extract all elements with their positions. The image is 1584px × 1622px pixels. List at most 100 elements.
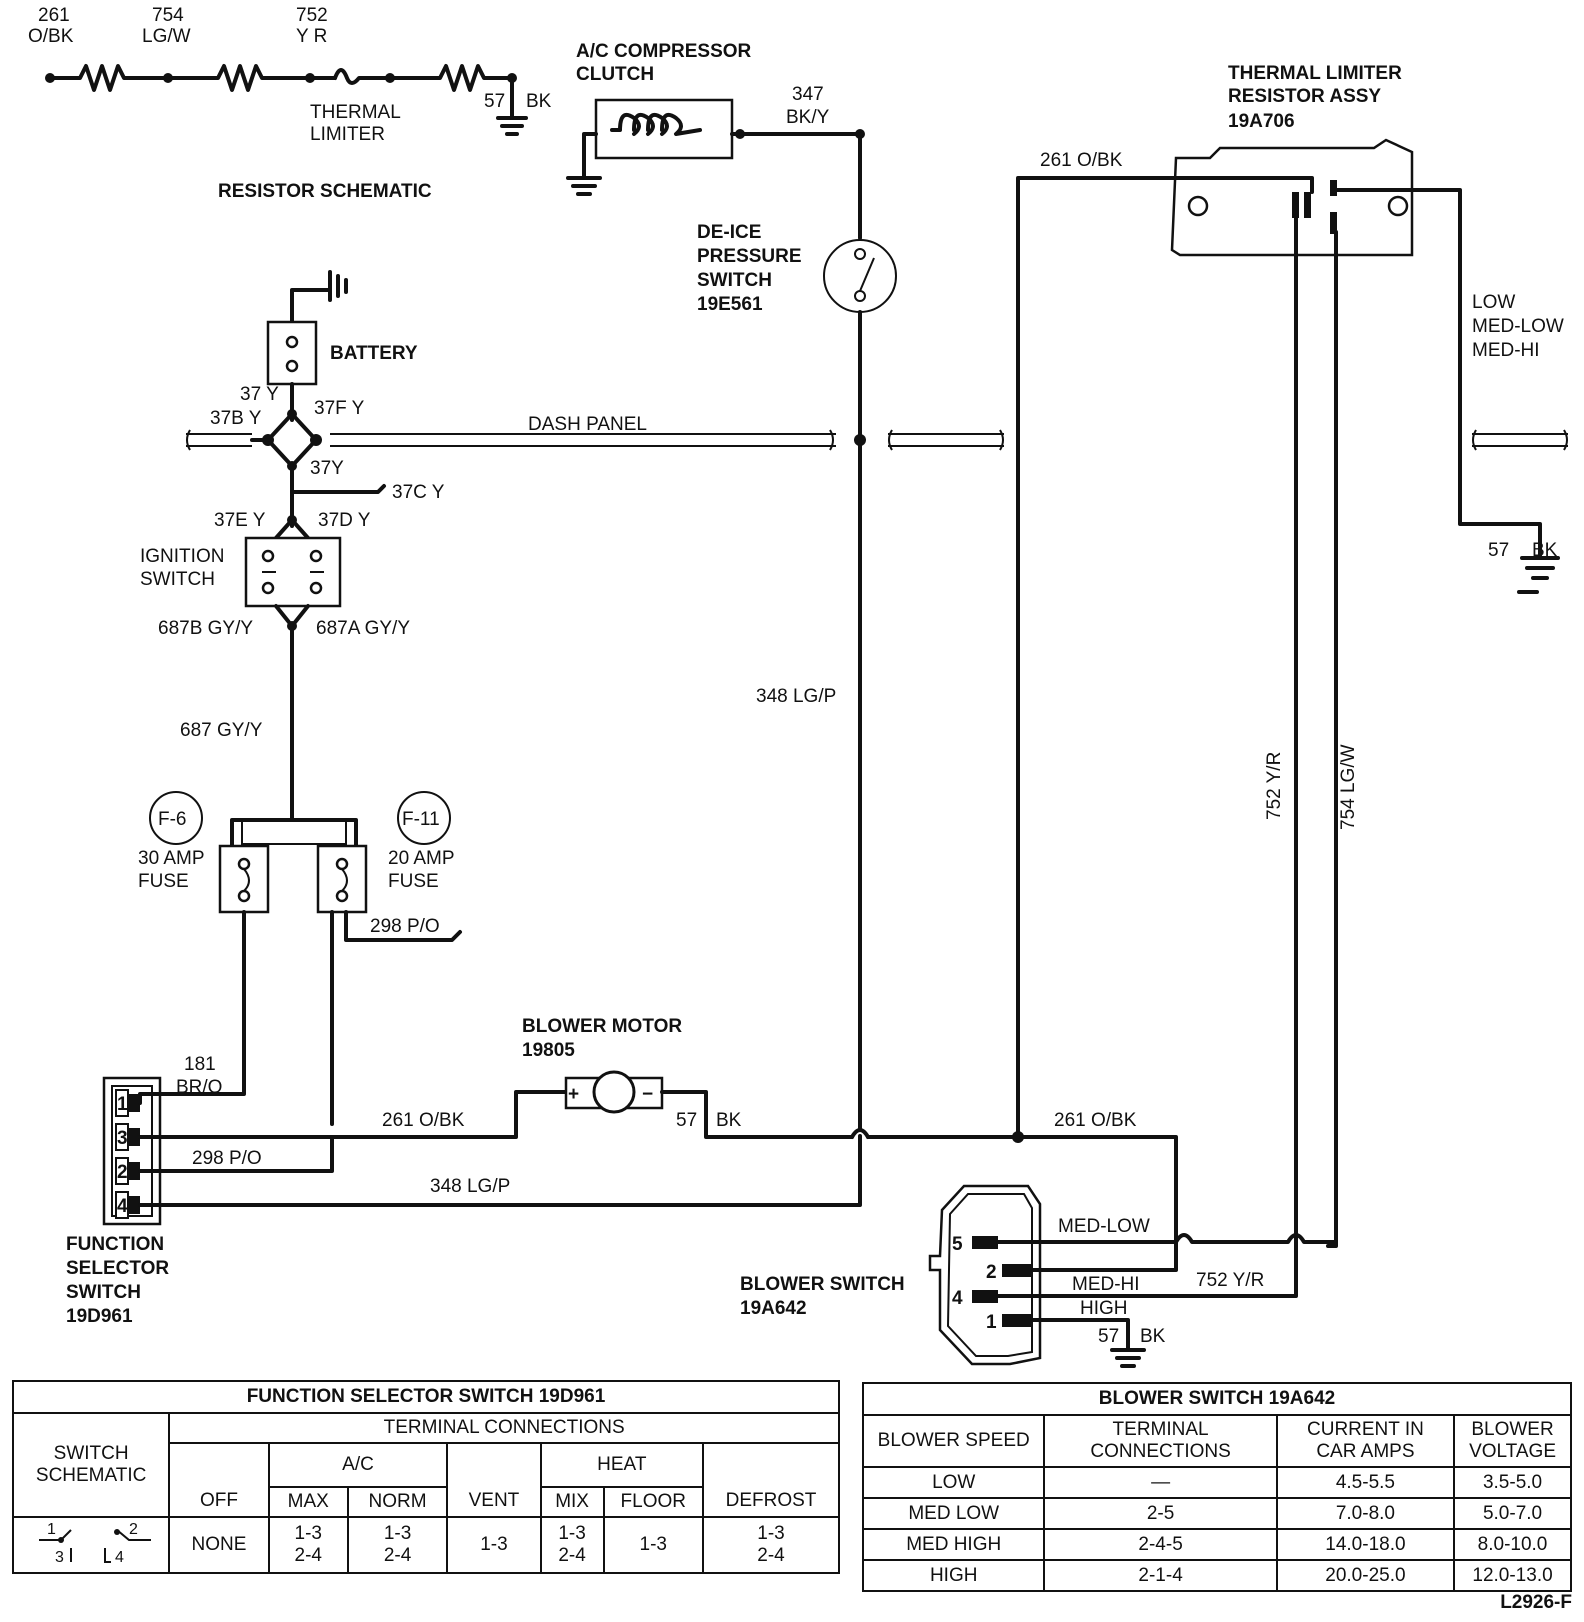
fss-pin-1: 1	[117, 1094, 128, 1115]
fss-name-line3: SWITCH	[66, 1282, 141, 1303]
fss-name-line2: SELECTOR	[66, 1258, 169, 1279]
fss-val-vent: 1-3	[446, 1516, 542, 1574]
table-row: MED HIGH 2-4-5 14.0-18.0 8.0-10.0	[861, 1528, 1572, 1561]
fss-heat-header: HEAT	[539, 1442, 704, 1488]
ignition-switch: IGNITION SWITCH 687B GY/Y 687A GY/Y 687 …	[140, 536, 410, 822]
rs-wire2-color: LG/W	[142, 26, 191, 47]
bs-header-current: CURRENT IN CAR AMPS	[1275, 1414, 1456, 1468]
wire-752-yr-label: 752 Y/R	[1196, 1270, 1264, 1291]
switch-schematic-icon: 1 2 3 4	[39, 1521, 152, 1566]
blower-motor-plus: +	[568, 1084, 579, 1105]
tlra-ground-color: BK	[1532, 540, 1558, 561]
high-label: HIGH	[1080, 1298, 1128, 1319]
wire-298-po-out-label: 298 P/O	[370, 916, 440, 937]
ac-clutch-wire-color: BK/Y	[786, 107, 830, 128]
ac-compressor-clutch: A/C COMPRESSOR CLUTCH 347 BK/Y	[566, 41, 862, 196]
table-row: LOW — 4.5-5.5 3.5-5.0	[861, 1466, 1572, 1499]
rs-wire3-number: 752	[296, 5, 328, 26]
wire-37y-lower-label: 37Y	[310, 458, 344, 479]
wire-37y-label: 37 Y	[240, 384, 279, 405]
fss-col-mix: MIX	[539, 1486, 605, 1518]
rs-wire1-color: O/BK	[28, 26, 74, 47]
med-low-label: MED-LOW	[1058, 1216, 1150, 1237]
fss-val-floor: 1-3	[602, 1516, 704, 1574]
battery-label: BATTERY	[330, 343, 418, 364]
fuse-f11-label: FUSE	[388, 871, 439, 892]
wire-261-right-label: 261 O/BK	[1054, 1110, 1137, 1131]
fss-val-defrost-2: 2-4	[757, 1545, 785, 1566]
fss-val-defrost-1: 1-3	[757, 1523, 785, 1545]
fss-col-norm: NORM	[346, 1486, 449, 1518]
blower-motor: + − BLOWER MOTOR 19805 261 O/BK 57 BK 26…	[330, 1016, 1178, 1234]
bs-table-title: BLOWER SWITCH 19A642	[862, 1382, 1572, 1416]
wire-687-label: 687 GY/Y	[180, 720, 263, 741]
fss-col-off: OFF	[168, 1442, 270, 1518]
fss-val-mix-1: 1-3	[558, 1523, 586, 1545]
rs-thermal-limiter-line2: LIMITER	[310, 124, 385, 145]
tlra-part: 19A706	[1228, 111, 1295, 132]
wire-752-label: 752 Y/R	[1264, 752, 1285, 820]
blower-switch: 5 2 4 1 MED-LOW MED-HI HIGH 752 Y/R 57 B…	[740, 1184, 1338, 1368]
wire-687a-label: 687A GY/Y	[316, 618, 410, 639]
bs-name: BLOWER SWITCH	[740, 1274, 905, 1295]
table-row: HIGH 2-1-4 20.0-25.0 12.0-13.0	[861, 1559, 1572, 1592]
bs-row-low-terminals: —	[1043, 1466, 1278, 1499]
schematic-terminal-4: 4	[115, 1549, 124, 1566]
rs-wire2-number: 754	[152, 5, 184, 26]
bs-row-medlow-current: 7.0-8.0	[1275, 1497, 1456, 1530]
fss-switch-schematic-cell: 1 2 3 4	[11, 1516, 171, 1574]
tlra-wire-in: 261 O/BK	[1040, 150, 1123, 171]
bs-pin-2: 2	[986, 1262, 997, 1283]
bs-row-high-terminals: 2-1-4	[1043, 1559, 1278, 1592]
function-selector-switch: 1 3 2 4 181 BR/O 298 P/O 348 LG/P FUNCTI…	[66, 1054, 862, 1327]
wire-687b-label: 687B GY/Y	[158, 618, 253, 639]
rs-wire3-color: Y R	[296, 26, 327, 47]
blower-motor-name: BLOWER MOTOR	[522, 1016, 682, 1037]
bs-pin-5: 5	[952, 1234, 963, 1255]
fuse-f11-id: F-11	[402, 809, 440, 830]
wire-37fy-label: 37F Y	[314, 398, 365, 419]
fuse-f6-label: FUSE	[138, 871, 189, 892]
fss-val-max-1: 1-3	[294, 1523, 322, 1545]
bs-row-high-speed: HIGH	[861, 1559, 1046, 1592]
fss-name-line1: FUNCTION	[66, 1234, 164, 1255]
schematic-terminal-2: 2	[129, 1521, 138, 1538]
fss-val-max-2: 2-4	[294, 1545, 322, 1566]
blower-switch-table: BLOWER SWITCH 19A642 BLOWER SPEED TERMIN…	[861, 1382, 1572, 1592]
tlra-name-line2: RESISTOR ASSY	[1228, 86, 1381, 107]
schematic-terminal-3: 3	[55, 1549, 64, 1566]
function-selector-table: FUNCTION SELECTOR SWITCH 19D961 SWITCH S…	[11, 1380, 841, 1574]
wire-261-left-label: 261 O/BK	[382, 1110, 465, 1131]
bs-header-voltage: BLOWER VOLTAGE	[1453, 1414, 1572, 1468]
wire-181-number: 181	[184, 1054, 216, 1075]
wire-37dy-label: 37D Y	[318, 510, 371, 531]
fss-ac-header: A/C	[267, 1442, 449, 1488]
fss-val-off: NONE	[168, 1516, 270, 1574]
med-hi-label: MED-HI	[1072, 1274, 1140, 1295]
fuse-f6-rating: 30 AMP	[138, 848, 205, 869]
splice-area: 37 Y 37B Y 37F Y 37Y 37C Y 37E Y 37D Y D…	[186, 384, 1568, 540]
bs-row-medhigh-speed: MED HIGH	[861, 1528, 1046, 1561]
deice-name-line3: SWITCH	[697, 270, 772, 291]
wire-37cy-label: 37C Y	[392, 482, 445, 503]
fss-table-title: FUNCTION SELECTOR SWITCH 19D961	[12, 1380, 840, 1414]
fss-pin-2: 2	[117, 1162, 128, 1183]
wire-754-label: 754 LG/W	[1338, 744, 1359, 830]
bs-row-medhigh-voltage: 8.0-10.0	[1453, 1528, 1572, 1561]
deice-name-line2: PRESSURE	[697, 246, 802, 267]
blower-motor-minus: −	[642, 1084, 653, 1105]
bs-ground-number: 57	[1098, 1326, 1119, 1347]
ignition-label-line1: IGNITION	[140, 546, 224, 567]
fss-col-floor: FLOOR	[602, 1486, 704, 1518]
fuse-f6-id: F-6	[158, 809, 187, 830]
rs-title: RESISTOR SCHEMATIC	[218, 181, 432, 202]
blower-motor-part: 19805	[522, 1040, 575, 1061]
schematic-terminal-1: 1	[47, 1521, 56, 1538]
tlra-speed-low: LOW	[1472, 292, 1515, 313]
tlra-speed-med-hi: MED-HI	[1472, 340, 1540, 361]
bs-pin-4: 4	[952, 1288, 963, 1309]
